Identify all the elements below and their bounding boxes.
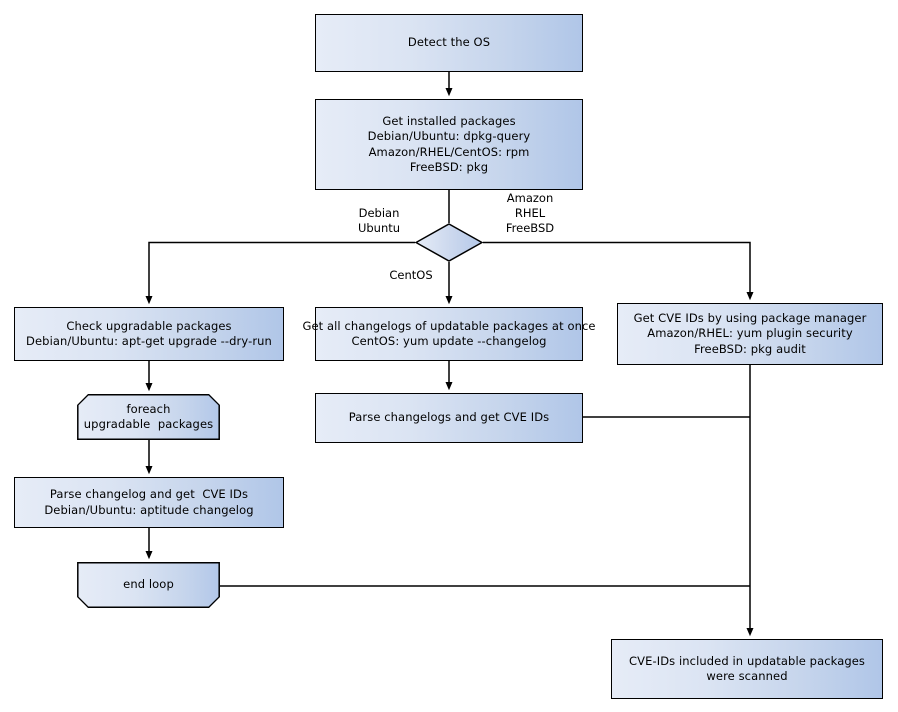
node-get-all-changelogs-label: Get all changelogs of updatable packages… xyxy=(302,318,596,349)
edge-decision-to-check xyxy=(145,241,415,305)
edge-decision-to-cveids xyxy=(483,241,754,301)
node-get-installed-packages-label: Get installed packages Debian/Ubuntu: dp… xyxy=(367,113,531,175)
node-check-upgradable-label: Check upgradable packages Debian/Ubuntu:… xyxy=(26,318,272,349)
node-foreach-loop-label: foreach upgradable packages xyxy=(83,401,214,431)
edge-label-centos: CentOS xyxy=(389,268,433,282)
edge-label-amazon-rhel-freebsd: Amazon RHEL FreeBSD xyxy=(505,191,555,235)
node-scan-complete[interactable]: CVE-IDs included in updatable packages w… xyxy=(611,639,883,699)
node-end-loop-label: end loop xyxy=(123,577,174,592)
node-parse-changelogs-center[interactable]: Parse changelogs and get CVE IDs xyxy=(315,393,583,443)
node-parse-changelog-left[interactable]: Parse changelog and get CVE IDs Debian/U… xyxy=(14,477,284,528)
node-detect-os-label: Detect the OS xyxy=(407,35,491,50)
node-detect-os[interactable]: Detect the OS xyxy=(315,14,583,72)
node-parse-changelogs-center-label: Parse changelogs and get CVE IDs xyxy=(348,410,550,425)
node-get-all-changelogs[interactable]: Get all changelogs of updatable packages… xyxy=(302,307,595,361)
node-end-loop[interactable]: end loop xyxy=(77,562,220,608)
node-get-cve-ids-pkgmgr[interactable]: Get CVE IDs by using package manager Ama… xyxy=(617,303,883,365)
node-os-decision[interactable] xyxy=(414,223,484,262)
node-scan-complete-label: CVE-IDs included in updatable packages w… xyxy=(628,653,866,684)
node-foreach-loop[interactable]: foreach upgradable packages xyxy=(77,394,220,440)
node-get-installed-packages[interactable]: Get installed packages Debian/Ubuntu: dp… xyxy=(315,99,583,190)
edge-label-debian-ubuntu: Debian Ubuntu xyxy=(357,206,401,235)
node-parse-changelog-left-label: Parse changelog and get CVE IDs Debian/U… xyxy=(44,487,254,517)
node-check-upgradable[interactable]: Check upgradable packages Debian/Ubuntu:… xyxy=(14,307,284,361)
node-get-cve-ids-pkgmgr-label: Get CVE IDs by using package manager Ama… xyxy=(633,310,867,356)
decision-diamond-icon xyxy=(414,223,484,262)
